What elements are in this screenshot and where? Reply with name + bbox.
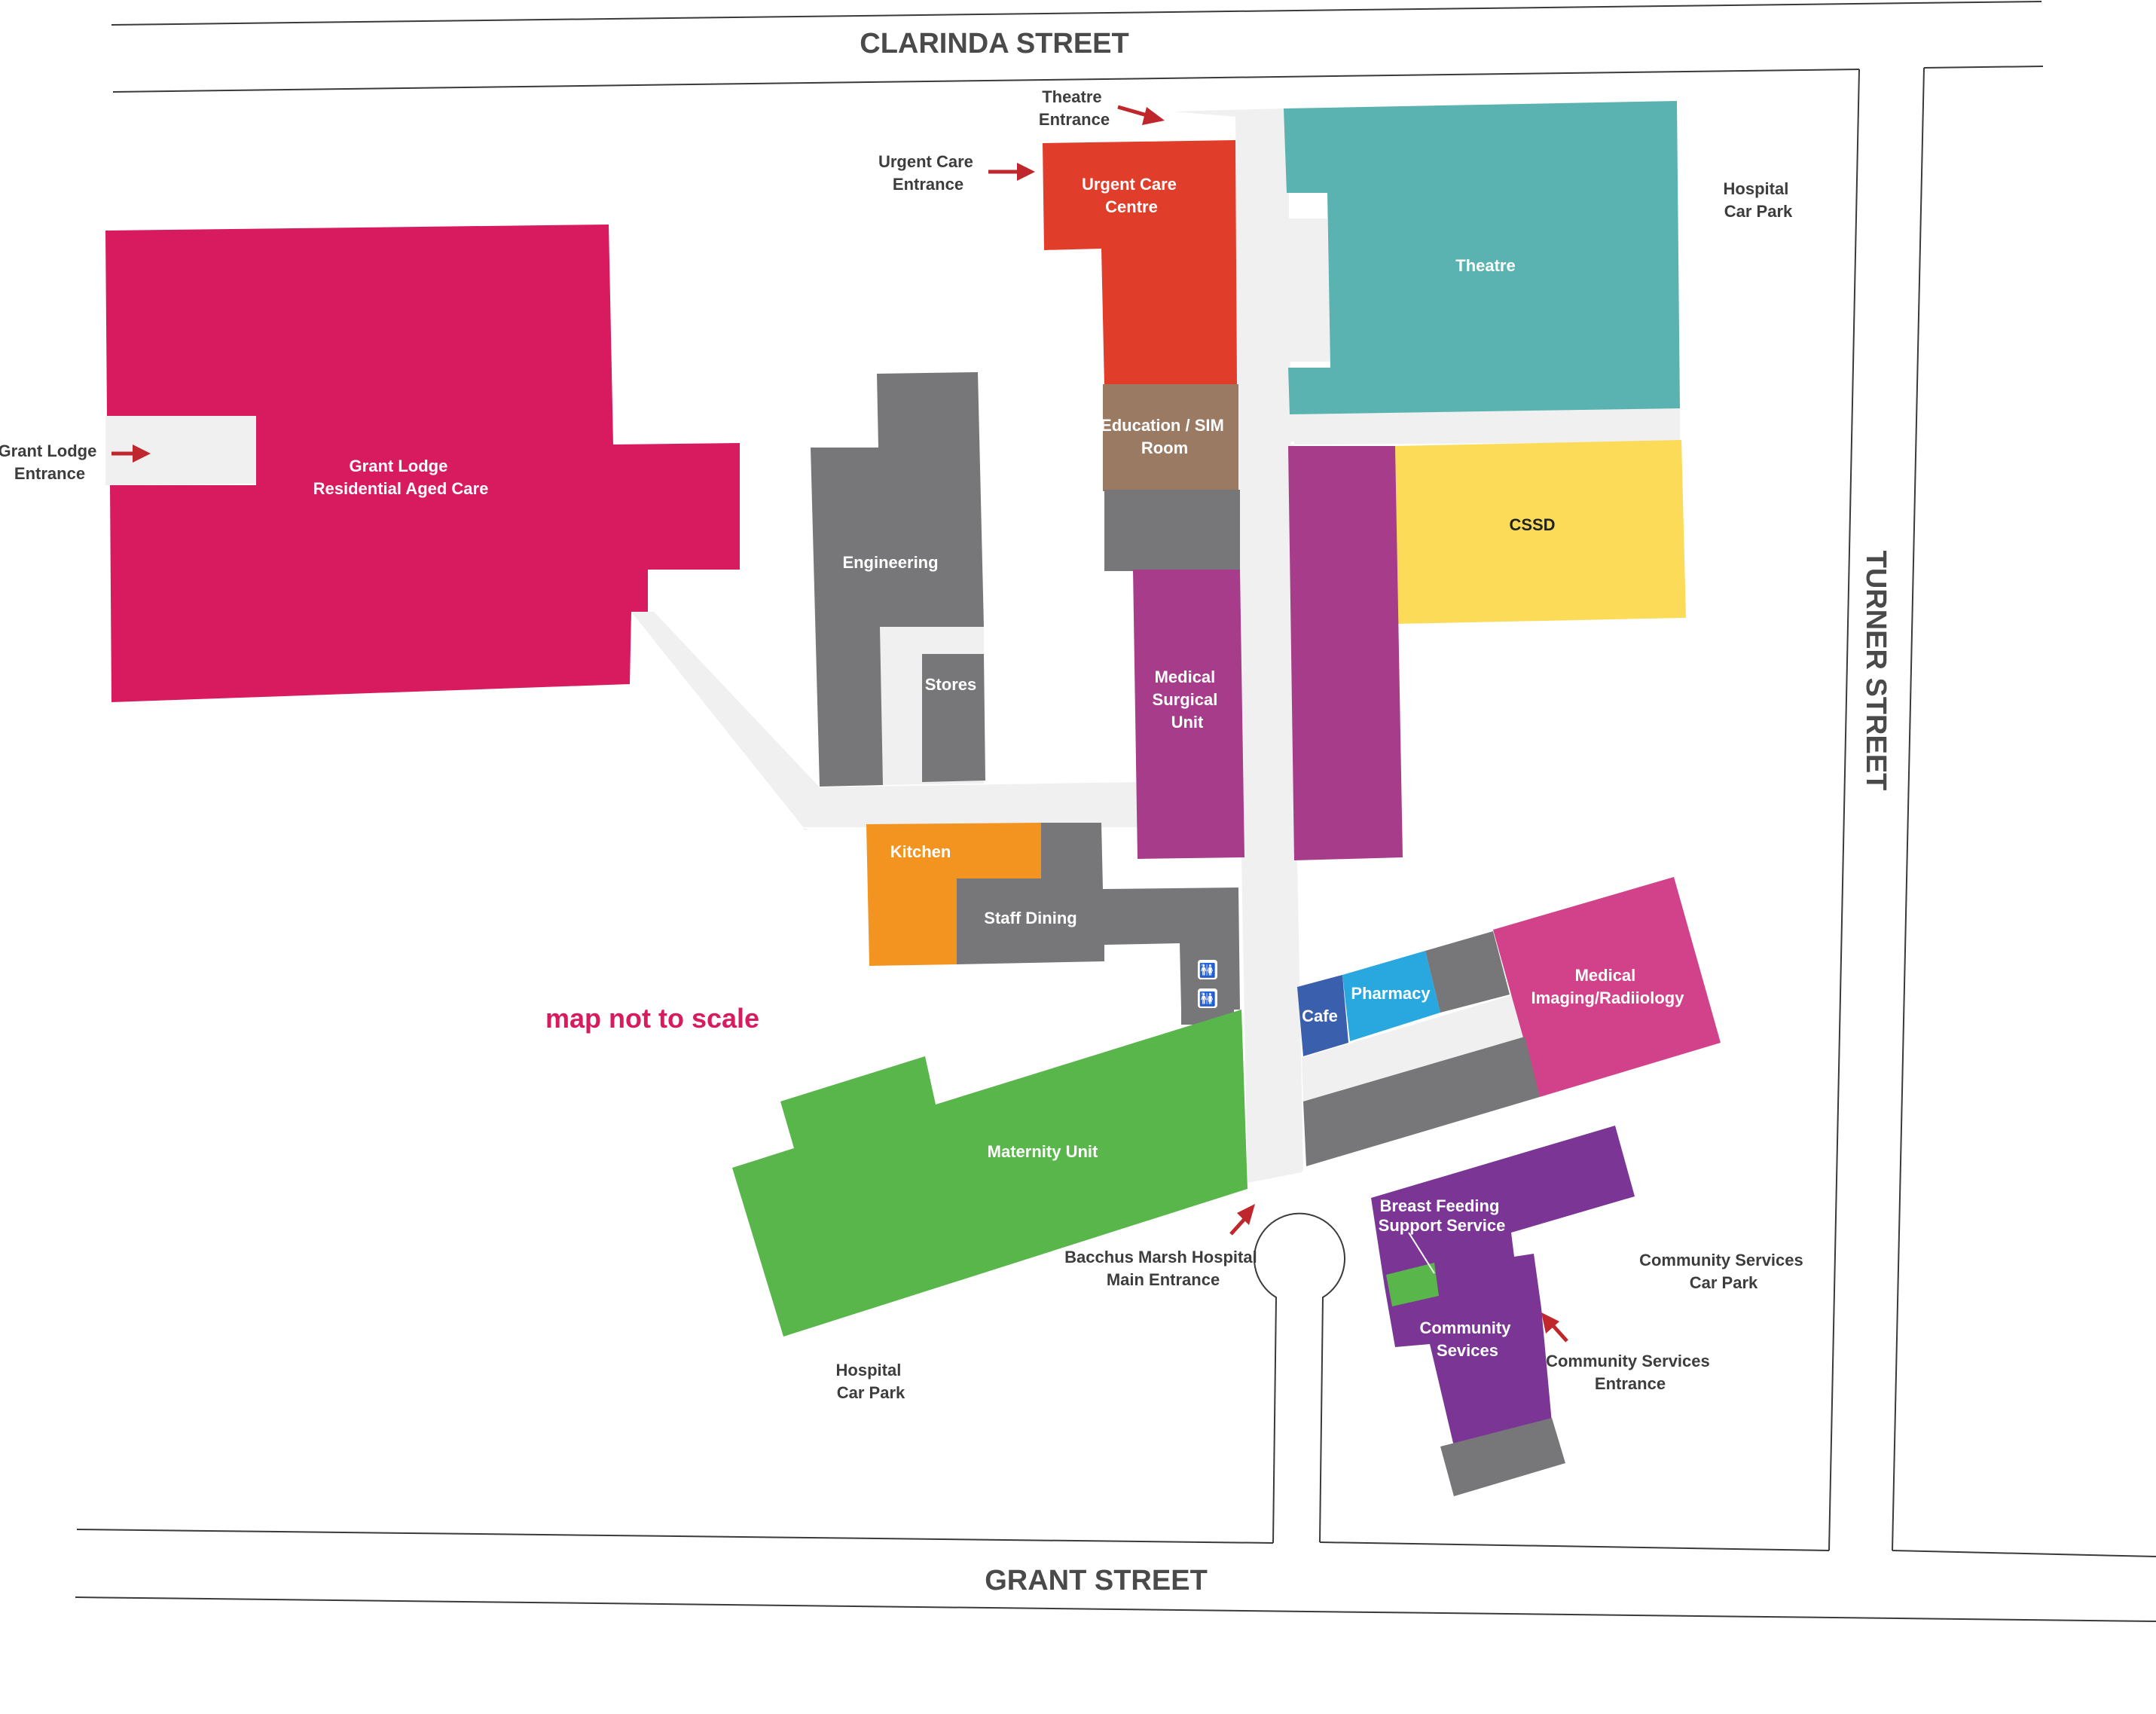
- label-main-entrance: Bacchus Marsh Hospital Main Entrance: [1064, 1248, 1262, 1289]
- kitchen-building[interactable]: [866, 823, 1043, 966]
- community-entrance-arrow: [1541, 1312, 1568, 1343]
- street-clarinda: CLARINDA STREET: [860, 28, 1128, 60]
- label-cafe: Cafe: [1302, 1007, 1338, 1025]
- urgent-care-entrance-arrow: [988, 163, 1035, 181]
- medical-surgical-unit-building[interactable]: [1133, 570, 1244, 859]
- entrance-arrows: [111, 105, 1568, 1343]
- grant-street-edge-south: [75, 1596, 2156, 1622]
- maternity-unit-building[interactable]: [732, 1010, 1247, 1337]
- label-community-services: Community Sevices: [1419, 1318, 1515, 1360]
- grant-lodge-building[interactable]: [105, 225, 740, 702]
- grant-street-edge-north-west: [76, 1529, 1274, 1544]
- staff-dining-building[interactable]: [957, 823, 1240, 1010]
- label-education: Education / SIM Room: [1101, 416, 1229, 457]
- turner-street-edge-east: [1892, 67, 1925, 1551]
- label-stores: Stores: [925, 675, 976, 694]
- label-medical-surgical: Medical Surgical Unit: [1153, 668, 1223, 732]
- pharmacy-building[interactable]: [1342, 951, 1440, 1041]
- scale-note: map not to scale: [545, 1003, 759, 1034]
- main-driveway: [1254, 1212, 1345, 1544]
- urgent-care-building[interactable]: [1043, 140, 1237, 386]
- grant-street-edge-north-far-east: [1892, 1550, 2156, 1557]
- theatre-entrance-arrow: [1117, 105, 1165, 125]
- grant-street-edge-north-east: [1319, 1541, 1830, 1551]
- engineering-building[interactable]: [811, 372, 984, 787]
- label-pharmacy: Pharmacy: [1351, 984, 1431, 1003]
- cafe-building[interactable]: [1297, 975, 1348, 1056]
- breast-feeding-marker[interactable]: [1386, 1263, 1439, 1306]
- street-turner: TURNER STREET: [1860, 551, 1892, 791]
- label-community-entrance: Community Services Entrance: [1546, 1352, 1715, 1393]
- label-urgent-care-entrance: Urgent Care Entrance: [878, 152, 978, 194]
- label-grant-lodge: Grant Lodge Residential Aged Care: [313, 457, 489, 498]
- label-hospital-car-park-sw: Hospital Car Park: [836, 1361, 906, 1402]
- turner-street-edge-west: [1828, 69, 1860, 1551]
- theatre-building[interactable]: [1284, 101, 1680, 414]
- medical-imaging-building[interactable]: [1493, 877, 1721, 1097]
- toilets-block[interactable]: [1181, 942, 1234, 1025]
- cssd-building[interactable]: [1395, 440, 1686, 624]
- grey-block-pharmacy[interactable]: [1425, 931, 1510, 1013]
- svg-text:🚻: 🚻: [1199, 962, 1216, 979]
- grant-lodge-entrance-notch: [105, 416, 256, 485]
- stores-building[interactable]: [922, 654, 985, 782]
- label-community-car-park: Community Services Car Park: [1639, 1251, 1808, 1292]
- breast-feeding-leader: [1408, 1232, 1435, 1274]
- clarinda-street-edge-north: [111, 1, 2042, 26]
- main-entrance-arrow: [1229, 1204, 1255, 1236]
- grey-block-education[interactable]: [1104, 490, 1240, 571]
- community-services-building[interactable]: [1371, 1126, 1635, 1453]
- label-breast-feeding: Breast Feeding Support Service: [1379, 1196, 1506, 1235]
- label-hospital-car-park-ne: Hospital Car Park: [1724, 179, 1794, 221]
- diagonal-link: [631, 612, 1138, 827]
- central-spine: [1235, 112, 1302, 1183]
- label-maternity: Maternity Unit: [988, 1142, 1098, 1161]
- road-edges: [75, 1, 2156, 1622]
- label-kitchen: Kitchen: [890, 842, 951, 861]
- label-grant-lodge-entrance: Grant Lodge Entrance: [0, 441, 101, 483]
- label-engineering: Engineering: [842, 553, 938, 572]
- street-grant: GRANT STREET: [985, 1565, 1208, 1596]
- grey-block-south-east[interactable]: [1303, 1037, 1540, 1166]
- label-urgent-care: Urgent Care Centre: [1082, 175, 1181, 216]
- toilet-icon: 🚻 🚻: [1198, 960, 1217, 1008]
- label-staff-dining: Staff Dining: [984, 909, 1076, 927]
- label-theatre: Theatre: [1455, 256, 1515, 275]
- grant-lodge-entrance-arrow: [111, 445, 151, 463]
- education-sim-room-building[interactable]: [1103, 384, 1238, 491]
- north-east-edge: [1923, 66, 2044, 69]
- svg-text:🚻: 🚻: [1199, 991, 1216, 1007]
- grey-block-community[interactable]: [1440, 1418, 1565, 1496]
- medical-surgical-east-wing[interactable]: [1288, 446, 1403, 860]
- clarinda-street-edge-south: [112, 69, 1860, 93]
- label-cssd: CSSD: [1509, 515, 1555, 534]
- label-medical-imaging: Medical Imaging/Radiiology: [1531, 966, 1685, 1007]
- cafe-corridor: [1302, 994, 1525, 1101]
- label-theatre-entrance: Theatre Entrance: [1039, 87, 1110, 129]
